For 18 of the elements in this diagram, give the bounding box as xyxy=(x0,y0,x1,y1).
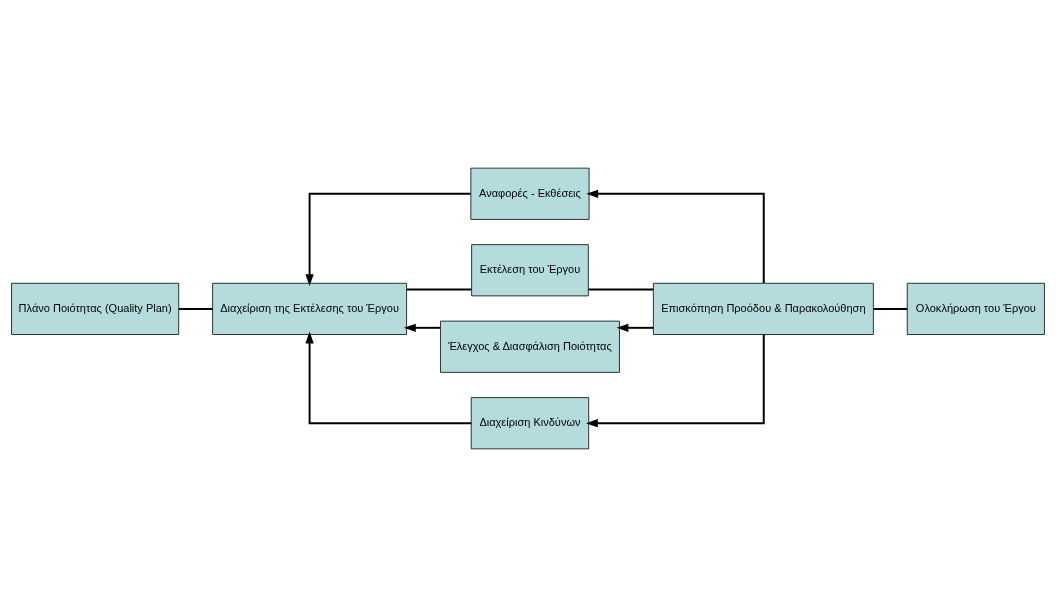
arrow xyxy=(585,333,765,427)
arrow xyxy=(586,189,765,284)
node-box: Ολοκλήρωση του Έργου xyxy=(906,282,1045,335)
node-box: Έλεγχος & Διασφάλιση Ποιότητας xyxy=(440,320,620,373)
node-box: Διαχείριση Κινδύνων xyxy=(470,396,590,449)
connector xyxy=(405,288,473,291)
node-box: Εκτέλεση του Έργου xyxy=(471,243,589,296)
node-box: Διαχείριση της Εκτέλεσης του Έργου xyxy=(212,282,407,335)
node-box: Πλάνο Ποιότητας (Quality Plan) xyxy=(11,282,180,335)
node-box: Αναφορές - Εκθέσεις xyxy=(470,167,590,220)
connector xyxy=(587,288,655,291)
connector xyxy=(872,307,909,310)
arrow xyxy=(305,192,472,286)
arrow xyxy=(305,331,473,424)
arrow xyxy=(403,323,442,332)
node-box: Επισκόπηση Προόδου & Παρακολούθηση xyxy=(652,282,874,335)
connector xyxy=(178,307,214,310)
arrow xyxy=(616,323,655,332)
